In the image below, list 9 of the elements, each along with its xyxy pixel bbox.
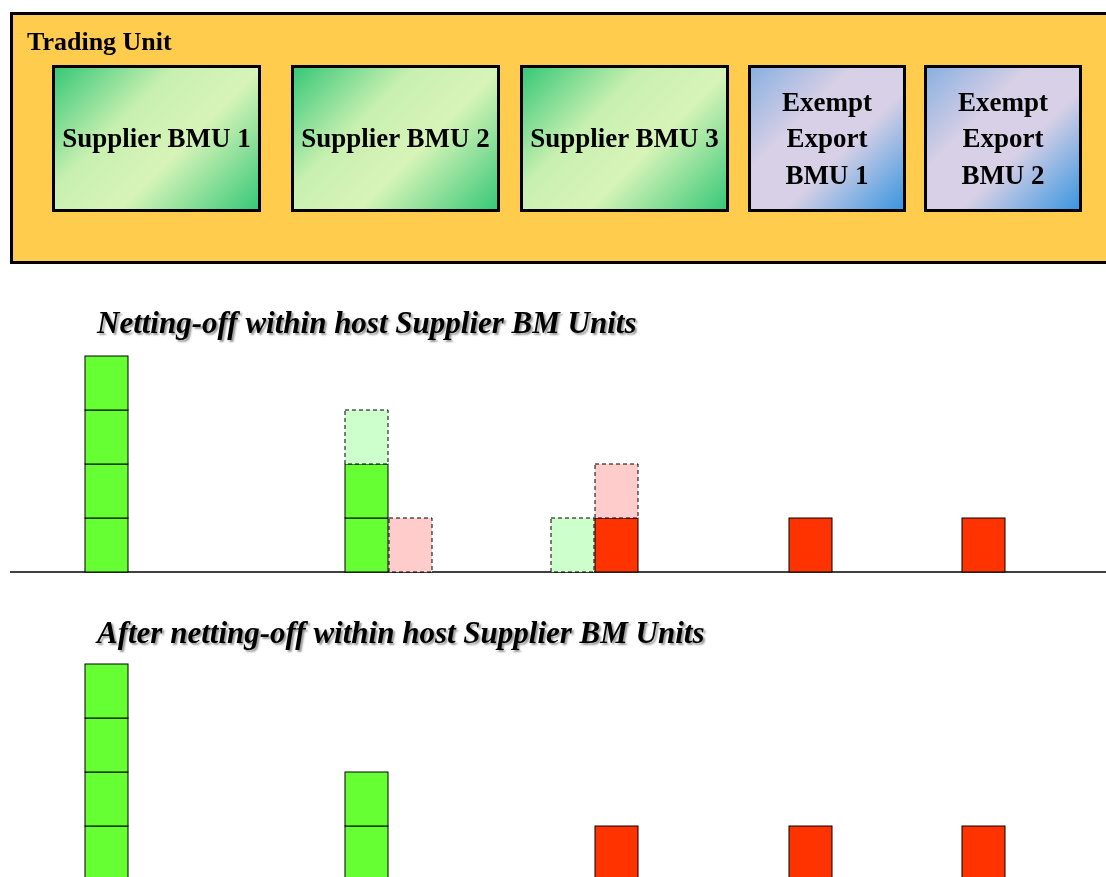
chart-heading: Netting-off within host Supplier BM Units xyxy=(97,305,637,341)
chart-heading: After netting-off within host Supplier BM Units xyxy=(97,615,705,651)
unit-box: Supplier BMU 3 xyxy=(520,65,729,212)
group-panel xyxy=(10,12,1106,264)
unit-box: Exempt Export BMU 2 xyxy=(924,65,1082,212)
unit-box: Exempt Export BMU 1 xyxy=(748,65,906,212)
unit-box: Supplier BMU 1 xyxy=(52,65,261,212)
group-title: Trading Unit xyxy=(27,27,172,57)
unit-box: Supplier BMU 2 xyxy=(291,65,500,212)
